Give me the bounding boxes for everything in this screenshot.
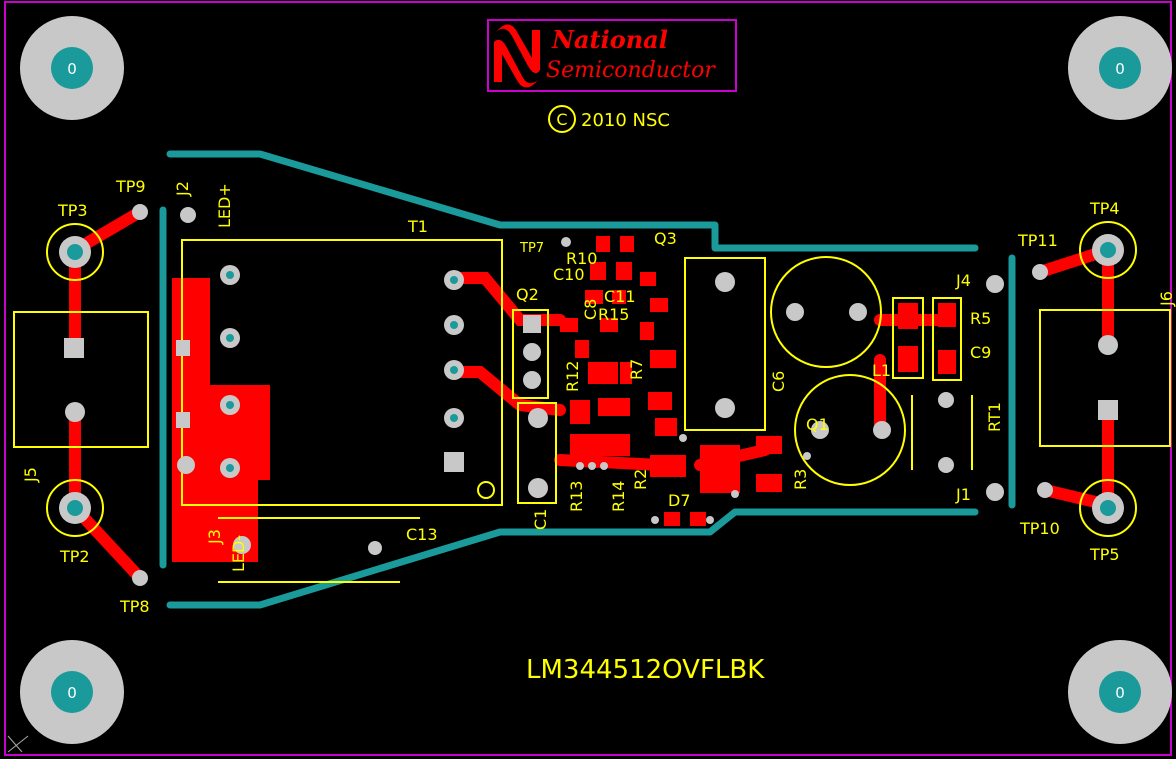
mount-hole-top-right[interactable]: 0 <box>1068 16 1172 120</box>
label-j2: J2 <box>173 181 192 197</box>
label-l1: L1 <box>872 361 891 380</box>
label-r15: R15 <box>598 305 629 324</box>
label-tp7: TP7 <box>519 241 544 256</box>
label-led-minus: LED- <box>229 535 248 572</box>
label-r3: R3 <box>791 469 810 490</box>
label-j1: J1 <box>955 485 971 504</box>
label-tp3: TP3 <box>57 201 88 220</box>
mount-hole-top-left[interactable]: 0 <box>20 16 124 120</box>
label-t1: T1 <box>407 217 428 236</box>
label-r2: R2 <box>631 469 650 490</box>
copper-pour-j3 <box>172 278 270 562</box>
logo-line1: National <box>551 25 668 54</box>
keepout-outline <box>159 150 1016 609</box>
label-r14: R14 <box>609 481 628 512</box>
label-r12: R12 <box>563 361 582 392</box>
mount-hole-bottom-left[interactable]: 0 <box>20 640 124 744</box>
logo-line2: Semiconductor <box>546 58 716 83</box>
label-c8: C8 <box>581 299 600 320</box>
label-tp8: TP8 <box>119 597 150 616</box>
mount-hole-label: 0 <box>67 684 77 702</box>
national-logo-mark-icon <box>496 24 540 74</box>
label-c6: C6 <box>769 371 788 392</box>
label-tp5: TP5 <box>1089 545 1120 564</box>
bulk-capacitor-bottom <box>794 374 906 486</box>
label-rt1: RT1 <box>985 402 1004 432</box>
mount-hole-label: 0 <box>1115 684 1125 702</box>
label-c10: C10 <box>553 265 585 284</box>
copyright-symbol: C <box>556 110 567 129</box>
bulk-capacitor-top <box>770 256 882 368</box>
label-r5: R5 <box>970 309 991 328</box>
label-j4: J4 <box>955 271 971 290</box>
component-labels: TP3 TP9 J2 LED+ T1 TP7 R10 Q3 C10 Q2 C8 … <box>21 177 1176 616</box>
copyright-text: 2010 NSC <box>581 110 670 131</box>
label-j5: J5 <box>21 467 40 483</box>
label-r13: R13 <box>567 481 586 512</box>
mount-hole-label: 0 <box>67 60 77 78</box>
transformer-t1-outline <box>181 239 503 506</box>
label-led-plus: LED+ <box>215 183 234 228</box>
mount-hole-bottom-right[interactable]: 0 <box>1068 640 1172 744</box>
label-q3: Q3 <box>654 229 677 248</box>
label-c13: C13 <box>406 525 438 544</box>
c6-outline <box>684 257 766 431</box>
label-tp2: TP2 <box>59 547 90 566</box>
c1-outline <box>517 402 557 504</box>
board-name: LM344512OVFLBK <box>526 655 765 685</box>
label-c9: C9 <box>970 343 991 362</box>
label-c1: C1 <box>531 509 550 530</box>
label-q2: Q2 <box>516 285 539 304</box>
company-logo: National Semiconductor <box>487 19 737 92</box>
q2-outline <box>512 309 549 399</box>
mount-hole-label: 0 <box>1115 60 1125 78</box>
label-r10: R10 <box>566 249 597 268</box>
label-tp9: TP9 <box>115 177 146 196</box>
origin-marker-icon <box>7 735 29 753</box>
label-r7: R7 <box>627 359 646 380</box>
label-tp10: TP10 <box>1019 519 1060 538</box>
connector-j5-outline <box>13 311 149 448</box>
copyright-notice: C 2010 NSC <box>548 105 670 133</box>
label-tp11: TP11 <box>1017 231 1058 250</box>
smd-pads <box>560 236 956 526</box>
test-points[interactable] <box>46 204 1137 586</box>
label-tp4: TP4 <box>1089 199 1120 218</box>
label-j6: J6 <box>1157 291 1176 307</box>
label-c11: C11 <box>604 287 636 306</box>
connector-j6-outline <box>1039 309 1171 447</box>
label-d7: D7 <box>668 491 691 510</box>
label-j3: J3 <box>205 529 224 545</box>
label-q1: Q1 <box>806 415 829 434</box>
